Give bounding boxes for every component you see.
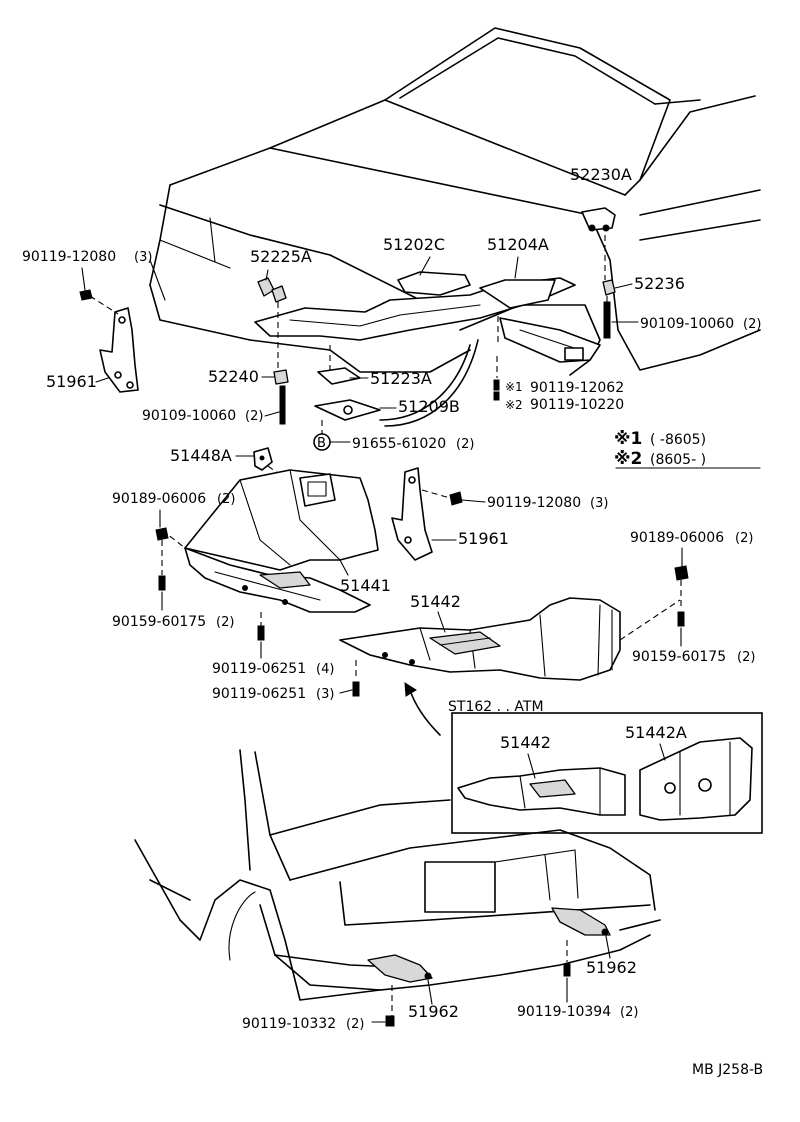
label-51961-left: 51961 [46,372,97,391]
right-fasteners [352,565,689,697]
qty-90109-10060-left: (2) [245,409,263,424]
inset-arrow [409,689,441,736]
qty-90159-60175-right: (2) [737,650,755,665]
qty-91655-61020: (2) [456,437,474,452]
qty-90119-10332: (2) [346,1017,364,1032]
connector-lines-top [277,235,608,434]
mark-2: ※2 [505,398,523,412]
bolt-letter-b: B [317,436,326,451]
qty-90119-12080-left: (3) [134,250,152,265]
label-51204A: 51204A [487,235,549,254]
label-51448A: 51448A [170,446,232,465]
mark-1: ※1 [505,380,523,394]
mudguards-51962 [367,907,611,1027]
qty-90189-06006-left: (2) [217,492,235,507]
left-fasteners [155,527,265,641]
label-51962-left: 51962 [408,1002,459,1021]
label-51209B: 51209B [398,397,460,416]
label-90109-10060-left: 90109-10060 [142,408,236,424]
label-90119-12062: 90119-12062 [530,380,624,396]
clip-51448A [253,447,291,483]
label-90189-06006-right: 90189-06006 [630,530,724,546]
radiator-support [254,207,616,363]
inset-arrow-head [404,682,417,697]
qty-90189-06006-right: (2) [735,531,753,546]
label-90189-06006-left: 90189-06006 [112,491,206,507]
left-bracket-51961 [79,289,139,393]
label-90159-60175-left: 90159-60175 [112,614,206,630]
label-90119-12080-mid: 90119-12080 [487,495,581,511]
label-52236: 52236 [634,274,685,293]
label-90119-10394: 90119-10394 [517,1004,611,1020]
label-51442: 51442 [410,592,461,611]
label-51223A: 51223A [370,369,432,388]
legend2-mark: ※2 [614,449,642,469]
under-cover-51442 [339,597,681,681]
label-90119-12080-left: 90119-12080 [22,249,116,265]
drawing-code: MB J258-B [692,1062,763,1078]
qty-90119-12080-mid: (3) [590,496,608,511]
label-51961-mid: 51961 [458,529,509,548]
qty-90159-60175-left: (2) [216,615,234,630]
label-90159-60175-right: 90159-60175 [632,649,726,665]
label-52230A: 52230A [570,165,632,184]
label-91655-61020: 91655-61020 [352,436,446,452]
label-90109-10060-right: 90109-10060 [640,316,734,332]
legend1-mark: ※1 [614,429,642,449]
label-90119-10220: 90119-10220 [530,397,624,413]
hood-clips [257,277,616,451]
label-51441: 51441 [340,576,391,595]
under-cover-51441 [184,469,379,613]
label-51442-inset: 51442 [500,733,551,752]
qty-90109-10060-right: (2) [743,317,761,332]
label-90119-06251-a: 90119-06251 [212,661,306,677]
qty-90119-10394: (2) [620,1005,638,1020]
label-52225A: 52225A [250,247,312,266]
label-52240: 52240 [208,367,259,386]
label-51962-right: 51962 [586,958,637,977]
labels: 52230A 51202C 51204A 52225A 90119-12080 … [22,165,763,1078]
qty-90119-06251-a: (4) [316,662,334,677]
label-51442A: 51442A [625,723,687,742]
mid-bracket-51961 [391,467,463,561]
label-90119-06251-b: 90119-06251 [212,686,306,702]
atm-inset [451,712,763,834]
label-51202C: 51202C [383,235,445,254]
qty-90119-06251-b: (3) [316,687,334,702]
inset-title: ST162 . . ATM [448,699,544,715]
legend1-text: ( -8605) [650,432,706,448]
label-90119-10332: 90119-10332 [242,1016,336,1032]
legend2-text: (8605- ) [650,452,706,468]
rear-car-body [134,749,661,1001]
